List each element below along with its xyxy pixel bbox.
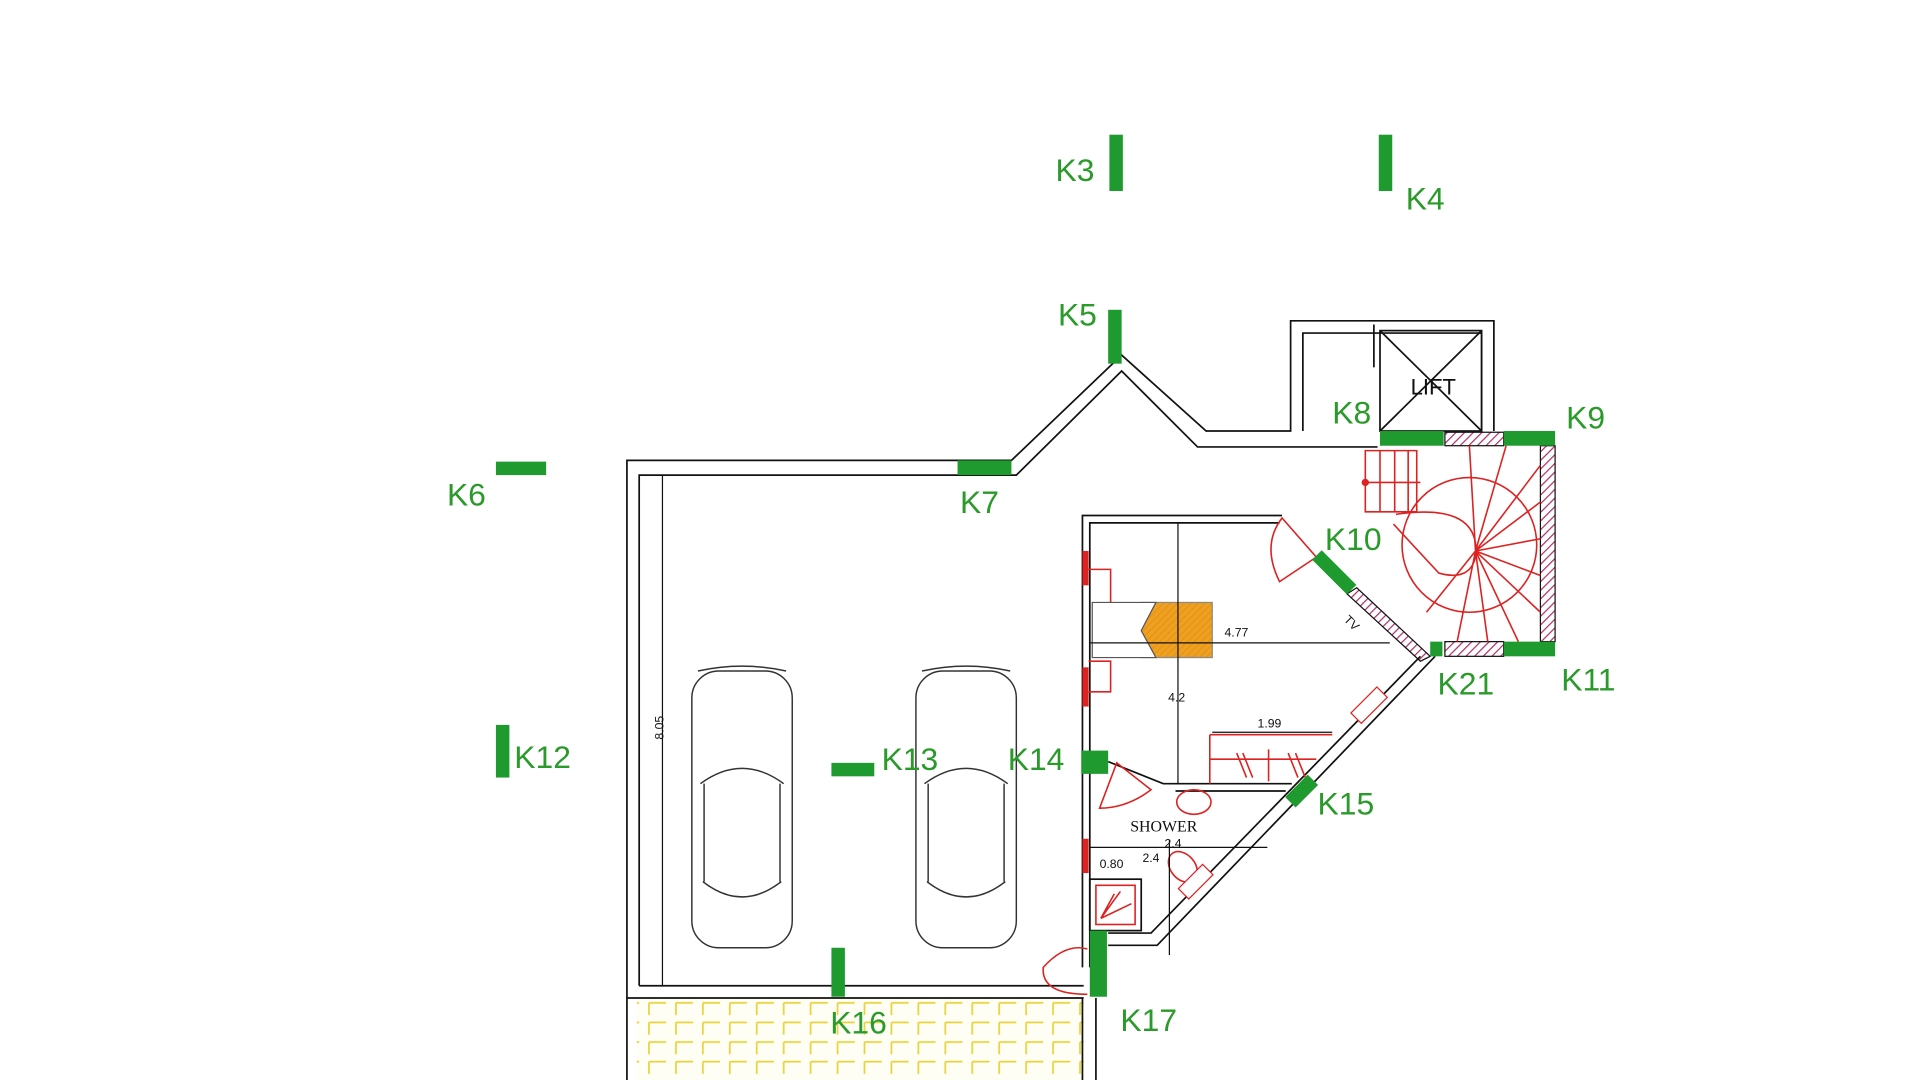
lift: LIFT (1373, 324, 1483, 432)
lift-label: LIFT (1411, 374, 1456, 399)
marker-k8: K8 (1332, 395, 1371, 431)
marker-k16: K16 (830, 1004, 887, 1040)
marker-k6: K6 (447, 477, 486, 513)
marker-labels: K3 K4 K5 K6 K7 K8 K9 K10 K11 K12 K13 K14… (447, 152, 1616, 1040)
marker-k7: K7 (960, 484, 999, 520)
dim-shower-tray: 0.80 (1100, 857, 1124, 871)
dim-bath-width: 2.4 (1164, 836, 1181, 850)
marker-k13: K13 (882, 741, 939, 777)
marker-k14: K14 (1008, 741, 1065, 777)
tv-label: TV (1341, 613, 1363, 635)
room-walls (1042, 514, 1436, 996)
marker-k15: K15 (1318, 785, 1375, 821)
staircase: TV (1341, 431, 1556, 662)
marker-k5: K5 (1058, 297, 1097, 333)
dim-wardrobe: 1.99 (1258, 716, 1282, 730)
marker-k12: K12 (514, 739, 571, 775)
dim-room-width: 4.77 (1224, 626, 1248, 640)
marker-k4: K4 (1406, 180, 1445, 216)
shower-label: SHOWER (1130, 818, 1198, 835)
marker-k9: K9 (1566, 400, 1605, 436)
marker-k3: K3 (1056, 152, 1095, 188)
marker-k21: K21 (1438, 665, 1495, 701)
car-right (915, 665, 1018, 949)
dim-room-depth: 4.2 (1168, 691, 1185, 705)
paving (636, 997, 1084, 1080)
dim-bath-depth: 2.4 (1142, 851, 1159, 865)
dimension-lines: 8.05 4.77 4.2 1.99 2.4 2.4 0.80 SHOWER (653, 475, 1390, 986)
marker-k11: K11 (1561, 662, 1615, 698)
car-left (691, 665, 793, 949)
marker-k17: K17 (1120, 1002, 1177, 1038)
dim-garage-depth: 8.05 (653, 716, 667, 740)
survey-markers (495, 134, 1556, 997)
marker-k10: K10 (1325, 521, 1382, 557)
